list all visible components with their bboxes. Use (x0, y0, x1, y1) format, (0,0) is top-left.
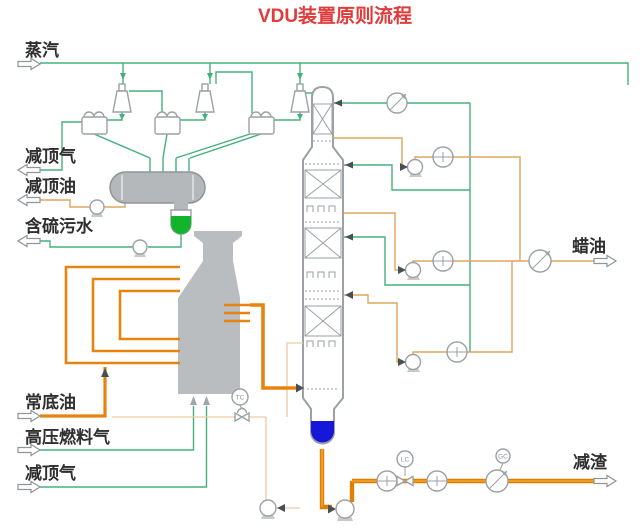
control-valve-icon (396, 475, 407, 487)
pump-icon (335, 499, 355, 521)
vacuum-tower-shell (302, 85, 344, 445)
tc-label: TC (236, 395, 245, 402)
label-residue: 减渣 (573, 452, 608, 472)
pump-icon (259, 499, 285, 519)
flow-arrow-icon (16, 234, 41, 248)
label-sour-water: 含硫污水 (25, 216, 94, 236)
flow-arrow-icon (17, 57, 42, 71)
hot-oil-lines (40, 265, 596, 514)
heat-exchangers (376, 146, 468, 492)
stream-labels: VDU装置原则流程 蒸汽 减顶气 减顶油 含硫污水 常底油 高压燃料气 减顶气 … (25, 4, 608, 483)
furnace-silhouette (178, 231, 242, 394)
pumps (89, 158, 424, 521)
instruments: TC LC GC (231, 388, 511, 487)
flash-drum-icon (109, 171, 206, 204)
vacuum-tower (302, 85, 344, 445)
flow-arrow-icon (16, 193, 41, 207)
lc-label: LC (401, 457, 410, 464)
flow-arrow-icon (17, 480, 42, 494)
heat-exchanger-icon (432, 146, 454, 168)
pump-icon (89, 199, 105, 217)
drum-boot-neck (174, 202, 188, 211)
aux-controller-bubble: GC (495, 448, 511, 471)
steam-ejector-icon (290, 83, 310, 113)
level-controller-bubble: LC (396, 450, 414, 487)
condenser-icon (81, 111, 108, 135)
vapor-and-gas-lines (40, 62, 629, 488)
burner-arrow-icon (203, 396, 210, 405)
label-top-oil: 减顶油 (25, 176, 76, 196)
label-top-gas: 减顶气 (25, 146, 76, 166)
condenser-icon (248, 111, 275, 135)
tower-internals (304, 103, 342, 390)
ejector-train (81, 83, 310, 135)
label-wax-oil: 蜡油 (572, 236, 606, 256)
cooler-icon (528, 249, 552, 273)
flow-arrow-icon (593, 254, 618, 268)
cooler-icon (485, 469, 509, 493)
vacuum-furnace (178, 231, 242, 405)
label-atm-bottoms: 常底油 (25, 392, 76, 412)
control-valve-icon (234, 411, 244, 423)
steam-ejector-icon (112, 83, 132, 113)
tower-return-arrows (334, 99, 353, 241)
boot-liquid (171, 216, 191, 234)
coolers (386, 92, 552, 493)
pump-icon (398, 353, 422, 372)
heat-exchanger-icon (446, 341, 468, 363)
heat-exchanger-icon (432, 250, 454, 272)
pump-icon (398, 261, 422, 280)
flow-arrow-icon (17, 443, 42, 457)
condenser-icon (154, 111, 181, 135)
cooler-icon (386, 92, 408, 114)
tower-bottoms-liquid (311, 421, 334, 443)
heat-exchanger-icon (376, 470, 398, 492)
steam-ejector-icon (195, 83, 215, 113)
temperature-controller-bubble: TC (231, 388, 250, 423)
page-title: VDU装置原则流程 (258, 4, 412, 27)
label-top-gas-fuel: 减顶气 (25, 463, 76, 483)
flow-arrow-icon (16, 163, 41, 177)
burner-arrow-icon (190, 396, 197, 405)
label-steam: 蒸汽 (25, 40, 59, 60)
heat-exchanger-icon (426, 470, 448, 492)
pump-icon (132, 239, 148, 257)
flow-arrow-icon (593, 474, 618, 488)
pump-icon (400, 158, 424, 177)
gc-label: GC (498, 454, 508, 461)
flash-drum (109, 171, 206, 235)
stream-arrows (16, 57, 618, 494)
label-hp-fuel-gas: 高压燃料气 (25, 427, 110, 447)
flow-arrow-icon (17, 409, 42, 423)
